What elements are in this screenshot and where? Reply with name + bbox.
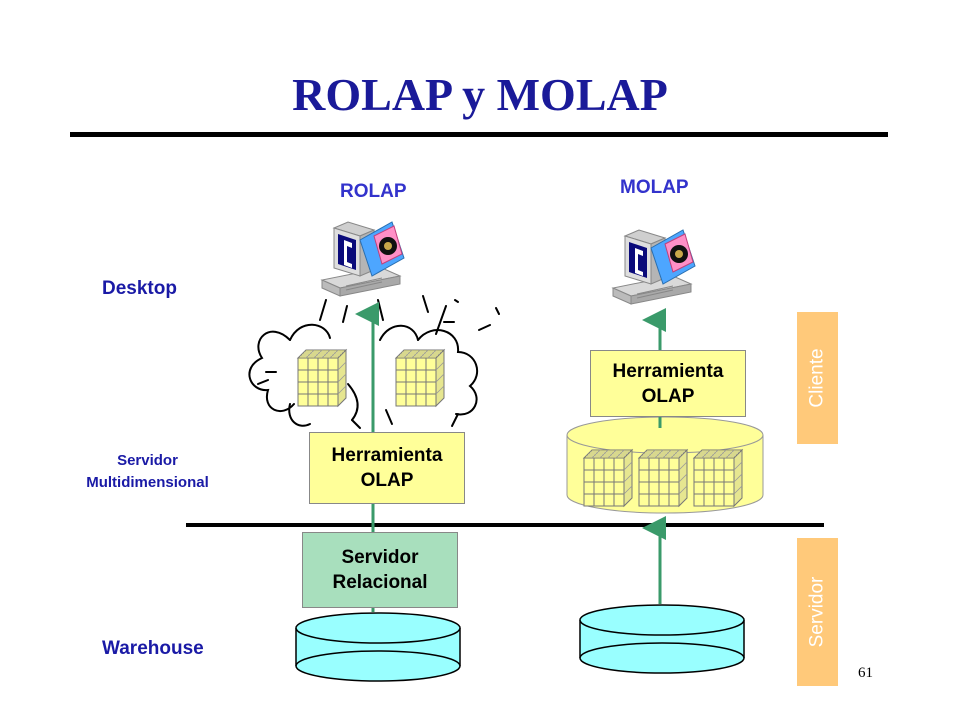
title-underline [70, 132, 888, 137]
cliente-tag-label: Cliente [806, 348, 828, 408]
rolap-tool-line2: OLAP [360, 470, 414, 491]
molap-tool-line2: OLAP [641, 385, 695, 407]
rolap-data-cube-left [297, 349, 347, 407]
molap-data-cube-1 [583, 449, 633, 507]
servidor-tag-label: Servidor [806, 576, 828, 648]
relational-line1: Servidor [341, 547, 419, 568]
servidor-multidimensional-label: Servidor Multidimensional [60, 450, 235, 494]
molap-column-heading: MOLAP [620, 177, 689, 198]
servidor-label-line1: Servidor [117, 452, 178, 469]
cliente-tier-tag: Cliente [797, 312, 838, 444]
desktop-label: Desktop [102, 278, 177, 299]
rolap-data-cube-right [395, 349, 445, 407]
molap-tool-line1: Herramienta [612, 360, 724, 382]
thought-cloud-icon [248, 295, 500, 429]
relational-line2: Relacional [332, 572, 428, 593]
rolap-computer-icon [321, 221, 405, 297]
molap-data-cube-3 [693, 449, 743, 507]
molap-data-cube-2 [638, 449, 688, 507]
rolap-column-heading: ROLAP [340, 181, 407, 202]
rolap-tool-line1: Herramienta [331, 445, 443, 466]
molap-warehouse-disk [579, 604, 745, 674]
molap-computer-icon [612, 229, 696, 305]
servidor-label-line2: Multidimensional [86, 474, 209, 491]
rolap-warehouse-disk [295, 612, 461, 682]
page-number: 61 [858, 665, 873, 681]
warehouse-label: Warehouse [102, 638, 204, 659]
page-title: ROLAP y MOLAP [292, 69, 668, 120]
servidor-tier-tag: Servidor [797, 538, 838, 686]
